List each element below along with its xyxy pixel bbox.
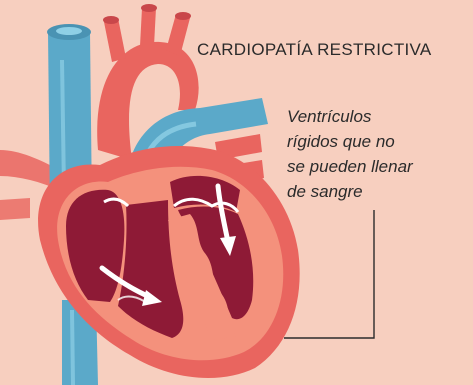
tricuspid-valve	[103, 197, 130, 208]
annotation-leader-line	[284, 210, 375, 339]
flow-arrow-left	[215, 183, 231, 245]
right-ventricle	[118, 200, 184, 338]
annotation-line: rígidos que no	[287, 132, 395, 151]
diagram-title: CARDIOPATÍA RESTRICTIVA	[197, 40, 432, 59]
interventricular-septum	[168, 214, 236, 340]
left-pulmonary-vessel	[0, 150, 60, 190]
aortic-branch-1	[104, 18, 126, 62]
mitral-valve	[173, 197, 240, 213]
pulmonary-vein-1	[215, 134, 262, 160]
aortic-branch-3	[166, 14, 190, 56]
aorta	[97, 41, 199, 160]
annotation-line: de sangre	[287, 182, 363, 201]
annotation-line: Ventrículos	[287, 107, 372, 126]
left-vessel-stub	[0, 198, 30, 220]
aortic-branch-2	[140, 8, 156, 46]
annotation-text: Ventrículos rígidos que no se pueden lle…	[287, 104, 467, 204]
annotation-line: se pueden llenar	[287, 157, 413, 176]
